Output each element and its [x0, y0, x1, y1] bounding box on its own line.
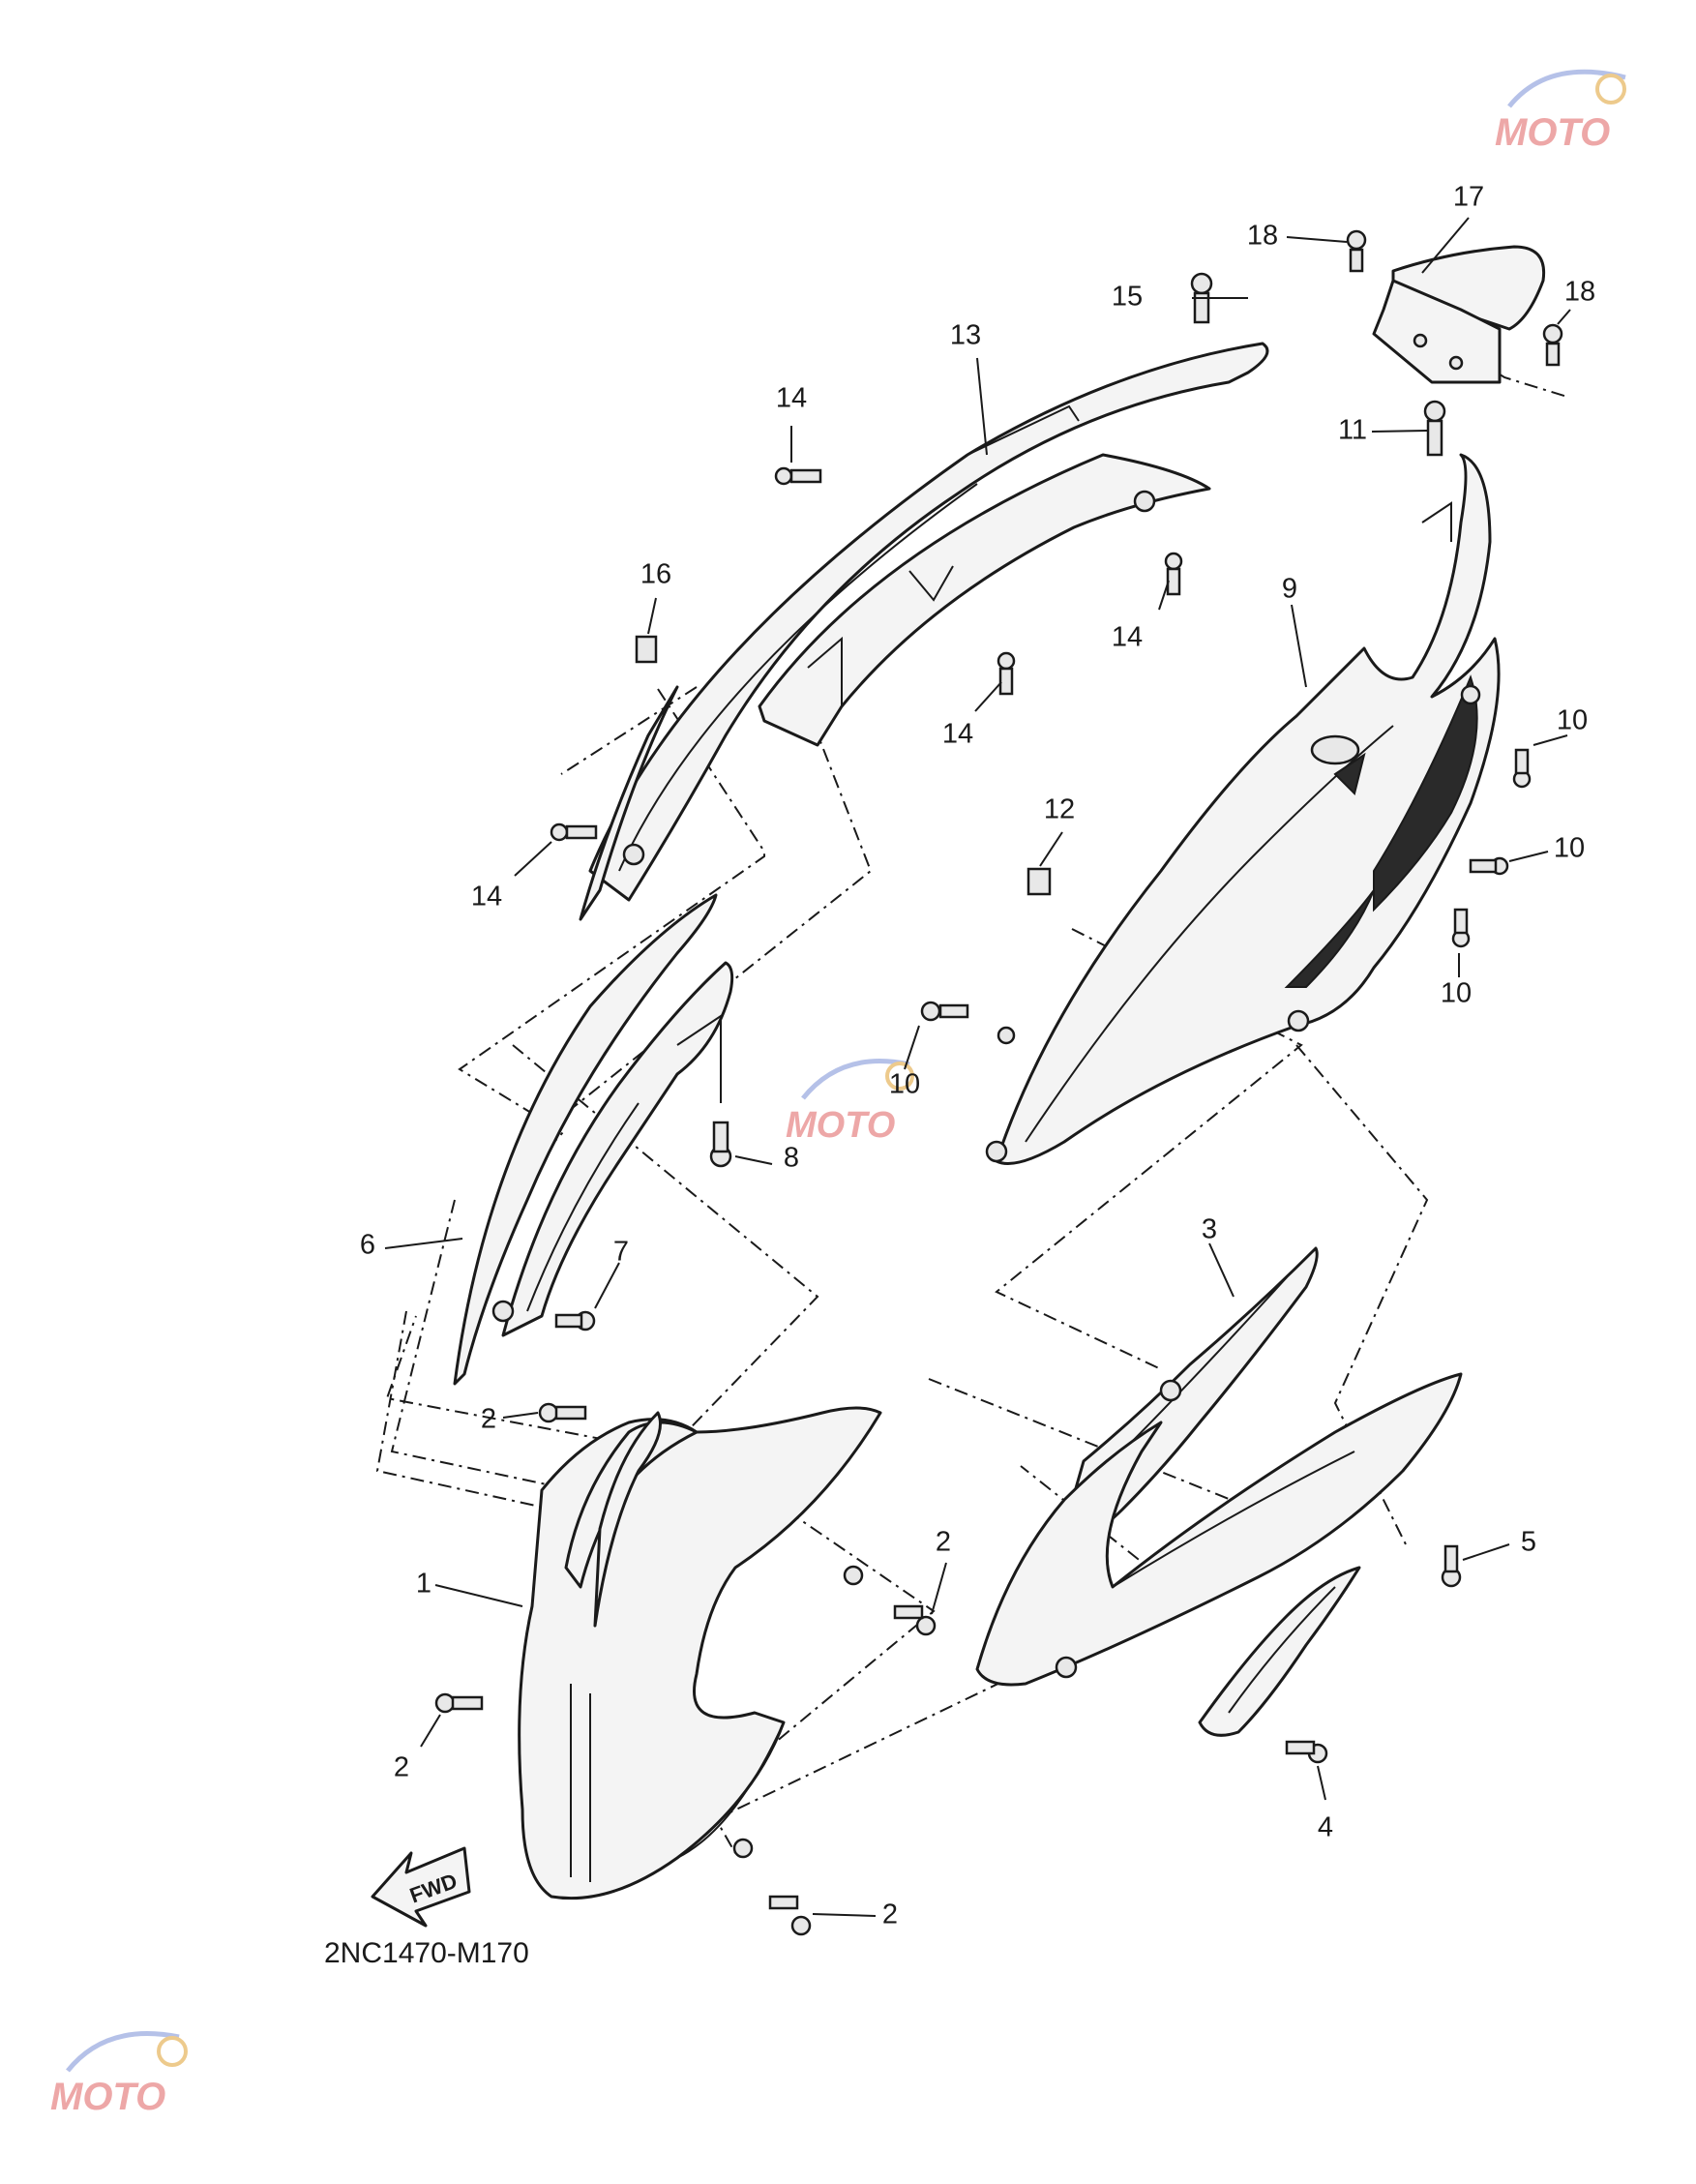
callout-2-bottom: 2 — [882, 1900, 898, 1930]
callout-2-left: 2 — [394, 1752, 409, 1783]
part-left-rear-strip — [579, 685, 679, 921]
watermark-logo-bottom: MOTO — [50, 2031, 188, 2118]
svg-text:MOTO: MOTO — [786, 1105, 895, 1146]
svg-text:MOTO: MOTO — [1495, 111, 1610, 154]
svg-text:MOTO: MOTO — [50, 2076, 165, 2118]
callout-1: 1 — [416, 1569, 431, 1600]
callout-2-right: 2 — [936, 1527, 951, 1558]
part-13-upper-rear-cover — [588, 342, 1269, 902]
callout-10-left: 10 — [889, 1069, 920, 1100]
callout-18-right: 18 — [1564, 277, 1595, 308]
part-lower-right-small-cover — [1198, 1566, 1361, 1737]
part-9-main-side-cover — [985, 453, 1501, 1165]
callout-18-left: 18 — [1247, 221, 1278, 252]
callout-labels: 17 18 18 15 13 14 11 9 16 14 10 14 12 10… — [360, 182, 1595, 1930]
watermark-logo-top: MOTO — [1495, 69, 1626, 154]
callout-8: 8 — [784, 1143, 799, 1174]
callout-10-right-middle: 10 — [1554, 833, 1585, 864]
callout-4: 4 — [1318, 1812, 1333, 1843]
callout-15: 15 — [1112, 282, 1143, 313]
callout-9: 9 — [1282, 574, 1297, 605]
part-side-inner-panel — [758, 453, 1211, 747]
callout-2-top: 2 — [481, 1404, 496, 1435]
callout-17: 17 — [1453, 182, 1484, 213]
callout-11: 11 — [1338, 415, 1367, 446]
callout-6: 6 — [360, 1230, 375, 1261]
callout-14-top: 14 — [776, 383, 807, 414]
callout-5: 5 — [1521, 1527, 1536, 1558]
watermark-logo-center: MOTO — [786, 1059, 914, 1146]
callout-leaders — [384, 217, 1571, 1917]
callout-10-right-lower: 10 — [1441, 978, 1472, 1009]
part-17-rear-bracket — [1372, 245, 1546, 384]
diagram-code: 2NC1470-M170 — [324, 1937, 529, 1969]
part-lower-right-panel — [975, 1372, 1463, 1687]
callout-14-middle: 14 — [942, 719, 973, 750]
fasteners — [434, 229, 1563, 1936]
part-6-side-rail — [453, 893, 734, 1386]
callout-12: 12 — [1044, 794, 1075, 825]
callout-10-right-top: 10 — [1557, 705, 1588, 736]
callout-3: 3 — [1202, 1214, 1217, 1245]
callout-7: 7 — [613, 1237, 629, 1268]
callout-14-right: 14 — [1112, 622, 1143, 653]
callout-14-left: 14 — [471, 882, 502, 912]
callout-16: 16 — [640, 559, 671, 590]
part-1-front-lower-cover — [518, 1406, 882, 1900]
callout-13: 13 — [950, 320, 981, 351]
fwd-arrow-icon: FWD — [371, 1846, 471, 1928]
